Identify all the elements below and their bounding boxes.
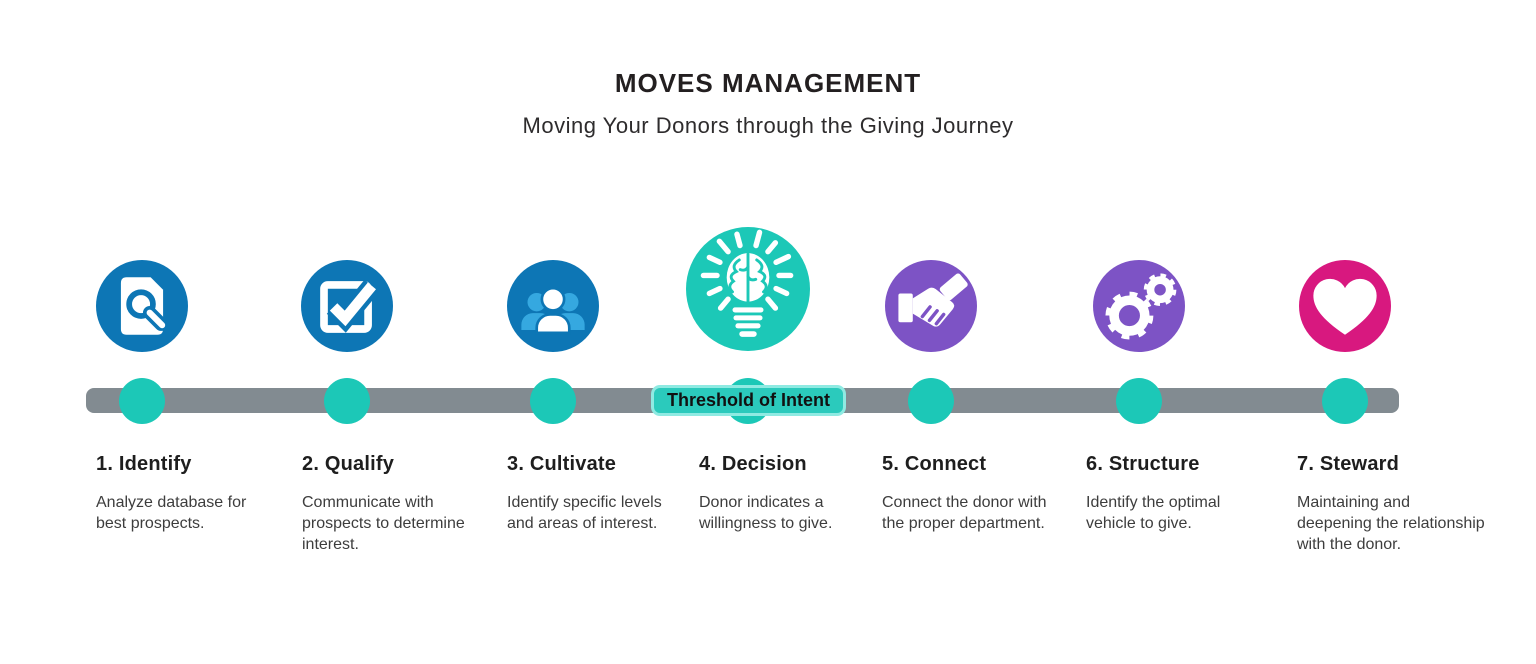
brain-lightbulb-icon: [700, 229, 794, 337]
step-3: 3. Cultivate Identify specific levels an…: [507, 453, 679, 535]
step-7: 7. Steward Maintaining and deepening the…: [1297, 453, 1489, 555]
step-5-icon-circle: [885, 260, 977, 352]
step-5: 5. Connect Connect the donor with the pr…: [882, 453, 1062, 535]
step-description: Maintaining and deepening the relationsh…: [1297, 494, 1485, 553]
gears-icon: [1105, 273, 1177, 340]
step-7-icon-circle: [1299, 260, 1391, 352]
step-title: 7. Steward: [1297, 453, 1400, 475]
step-2-icon-circle: [301, 260, 393, 352]
people-group-icon: [521, 286, 585, 335]
step-title: 5. Connect: [882, 453, 987, 475]
handshake-icon: [898, 273, 968, 327]
threshold-badge: Threshold of Intent: [651, 385, 846, 416]
page-subtitle: Moving Your Donors through the Giving Jo…: [522, 113, 1014, 138]
document-search-icon: [120, 277, 168, 335]
step-3-icon-circle: [507, 260, 599, 352]
step-1: 1. Identify Analyze database for best pr…: [96, 453, 261, 535]
step-title: 1. Identify: [96, 453, 192, 475]
timeline-node-1: [119, 378, 165, 424]
timeline-node-5: [908, 378, 954, 424]
step-description: Connect the donor with the proper depart…: [882, 494, 1047, 532]
step-4: 4. Decision Donor indicates a willingnes…: [699, 453, 859, 535]
step-6: 6. Structure Identify the optimal vehicl…: [1086, 453, 1246, 535]
timeline-node-6: [1116, 378, 1162, 424]
step-1-icon-circle: [96, 260, 188, 352]
step-description: Identify specific levels and areas of in…: [507, 494, 662, 532]
checkbox-icon: [320, 279, 380, 333]
step-2: 2. Qualify Communicate with prospects to…: [302, 453, 478, 555]
step-title: 2. Qualify: [302, 453, 395, 475]
header: MOVES MANAGEMENT Moving Your Donors thro…: [0, 0, 1536, 139]
step-4-icon-circle: [686, 227, 810, 351]
timeline-node-7: [1322, 378, 1368, 424]
step-description: Donor indicates a willingness to give.: [699, 494, 833, 532]
step-6-icon-circle: [1093, 260, 1185, 352]
step-title: 3. Cultivate: [507, 453, 617, 475]
step-description: Communicate with prospects to determine …: [302, 494, 465, 553]
page-title: MOVES MANAGEMENT: [614, 68, 922, 98]
step-title: 6. Structure: [1086, 453, 1200, 475]
heart-icon: [1313, 278, 1377, 335]
timeline-node-3: [530, 378, 576, 424]
threshold-badge-label: Threshold of Intent: [667, 390, 830, 410]
step-title: 4. Decision: [699, 453, 807, 475]
step-description: Identify the optimal vehicle to give.: [1086, 494, 1221, 532]
timeline-node-2: [324, 378, 370, 424]
step-description: Analyze database for best prospects.: [96, 494, 247, 532]
